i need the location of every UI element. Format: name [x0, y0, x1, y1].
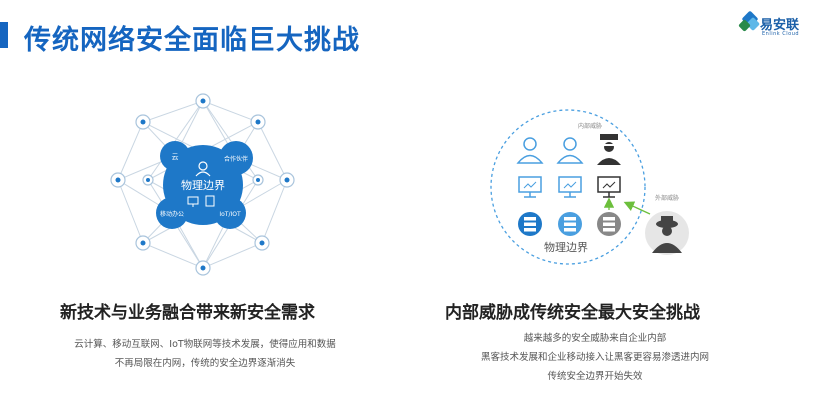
enlink-logo-icon: [738, 11, 760, 32]
user-icon: [195, 161, 211, 177]
logo-subtitle: Enlink Cloud: [762, 31, 800, 37]
center-label: 物理边界: [181, 178, 225, 192]
left-description: 云计算、移动互联网、IoT物联网等技术发展，使得应用和数据 不再局限在内网，传统…: [45, 335, 365, 373]
right-description: 越来越多的安全威胁来自企业内部 黑客技术发展和企业移动接入让黑客更容易渗透进内网…: [440, 329, 750, 386]
user-icon: [516, 137, 544, 164]
satellite-mobile: [156, 197, 188, 229]
title-accent-bar: [0, 22, 8, 48]
database-icon: [518, 212, 542, 236]
boundary-label: 物理边界: [544, 240, 588, 254]
compromised-database-icon: [597, 212, 621, 236]
left-heading: 新技术与业务融合带来新安全需求: [60, 303, 315, 323]
satellite-cloud-label: 云: [172, 153, 179, 161]
satellite-partner-label: 合作伙伴: [224, 155, 248, 163]
satellite-mobile-label: 移动办公: [160, 210, 184, 218]
satellite-iot-label: IoT/IOT: [219, 211, 241, 218]
attack-arrows: [603, 197, 651, 215]
internal-threat-label: 内部威胁: [578, 122, 602, 130]
slide-title: 传统网络安全面临巨大挑战: [24, 25, 360, 56]
right-text-line: 传统安全边界开始失效: [547, 371, 643, 382]
satellite-partner: [219, 141, 253, 175]
left-text-line: 云计算、移动互联网、IoT物联网等技术发展，使得应用和数据: [74, 339, 336, 350]
right-text-line: 越来越多的安全威胁来自企业内部: [523, 333, 667, 344]
satellite-cloud: [160, 141, 190, 171]
user-icon: [556, 137, 584, 164]
monitor-server-icon: [187, 195, 215, 207]
right-text-line: 黑客技术发展和企业移动接入让黑客更容易渗透进内网: [480, 352, 709, 363]
threat-diagram: 内部威胁 外部威胁 物理边界: [490, 109, 689, 265]
right-heading: 内部威胁成传统安全最大安全挑战: [445, 303, 700, 323]
external-threat-label: 外部威胁: [655, 194, 679, 202]
logo-name: 易安联: [760, 18, 800, 33]
external-hacker-icon: [645, 211, 689, 255]
monitor-icon: [518, 176, 542, 198]
monitor-icon: [558, 176, 582, 198]
database-icon: [558, 212, 582, 236]
satellite-iot: [214, 197, 246, 229]
network-diagram: 物理边界 云 合作伙伴 移动办公 IoT/IOT: [110, 93, 295, 276]
boundary-circle: [490, 109, 646, 265]
hacker-icon: [597, 134, 621, 165]
compromised-monitor-icon: [597, 176, 621, 198]
left-text-line: 不再局限在内网，传统的安全边界逐渐消失: [114, 358, 296, 369]
